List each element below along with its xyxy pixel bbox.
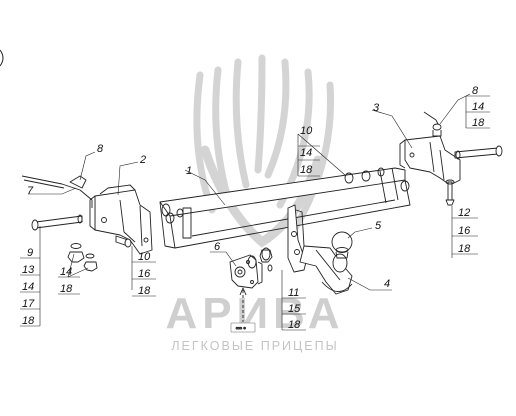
callout-18-left: 18 [22,315,35,327]
callout-4: 4 [384,278,390,290]
callout-18-mid: 18 [60,283,73,295]
leader-lines [20,93,490,331]
callout-15: 15 [288,303,301,315]
callout-16-right: 16 [458,225,471,237]
callout-14-mid: 14 [60,266,72,278]
callout-18-right2: 18 [458,243,471,255]
callout-5: 5 [375,220,382,232]
main-beam [159,167,411,249]
edge-bracket [0,49,4,67]
callout-3: 3 [373,102,380,114]
callout-6: 6 [214,241,221,253]
callout-18-left2: 18 [138,285,151,297]
socket-dashed-axis [239,287,247,322]
callout-18-right: 18 [472,117,485,129]
part-tag [230,322,256,333]
callout-labels: 1 2 3 4 5 6 7 8 8 9 13 14 17 18 14 18 10… [22,85,485,331]
part-tag-text: ○○○ ● [236,326,246,330]
callout-12: 12 [458,207,470,219]
callout-13: 13 [22,264,35,276]
right-clip [423,111,442,137]
right-lower-bolt [445,179,455,206]
watermark-tagline: ЛЕГКОВЫЕ ПРИЦЕПЫ [171,339,338,353]
right-bolt [454,145,503,160]
callout-11: 11 [288,287,299,299]
callout-14-center: 14 [300,147,312,159]
socket-bracket [229,254,263,289]
callout-9: 9 [27,247,33,259]
callout-18-center: 18 [300,164,313,176]
tow-ball [331,231,353,259]
socket-fasteners [247,247,273,272]
callout-14-left: 14 [22,281,34,293]
watermark-emblem [193,54,335,248]
left-bracket [89,184,153,255]
callout-14-right: 14 [472,101,484,113]
left-fasteners [67,243,98,272]
callout-2: 2 [139,154,146,166]
callout-8-right: 8 [472,85,479,97]
callout-7: 7 [27,185,34,197]
beam-end-washers [161,167,385,218]
tow-ball-arm [299,245,353,295]
callout-16-left: 16 [138,268,151,280]
callout-10-center: 10 [300,125,313,137]
left-clip [21,175,93,208]
left-bracket-bolts [115,235,132,248]
callout-1: 1 [186,165,192,177]
callout-18-center2: 18 [288,319,301,331]
callout-8-left: 8 [97,143,104,155]
callout-10-left: 10 [138,251,151,263]
callout-17: 17 [22,298,35,310]
left-bolt [31,214,83,231]
